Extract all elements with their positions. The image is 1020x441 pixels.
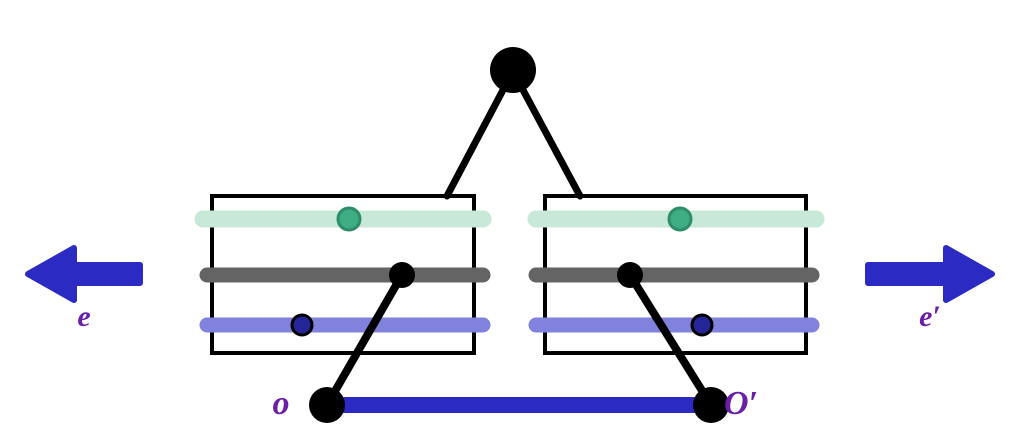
right-frame-bars xyxy=(527,210,825,333)
leg-right xyxy=(626,271,715,409)
base-node-left xyxy=(309,387,345,423)
apex-to-left-frame xyxy=(443,86,507,200)
left-frame-dots xyxy=(290,206,415,337)
right-arrow-label: e′ xyxy=(919,300,941,333)
apex-to-right-frame xyxy=(519,86,584,200)
base-nodes-group xyxy=(309,387,729,423)
right-arrow-icon xyxy=(865,245,995,303)
right-arrow-group: e′ xyxy=(865,245,995,333)
navy-dot-left xyxy=(290,313,314,337)
leg-left xyxy=(323,271,406,409)
left-arrow-icon xyxy=(25,245,143,303)
base-node-left-label: o xyxy=(273,385,290,422)
left-frame-bars xyxy=(194,210,492,333)
green-dot-left xyxy=(336,206,362,232)
apex-node xyxy=(490,47,536,93)
right-frame-dots xyxy=(617,206,714,337)
green-dot-right xyxy=(667,206,693,232)
leg-lines-group xyxy=(323,271,715,409)
base-node-right-label: O′ xyxy=(724,385,758,422)
base-node-right xyxy=(693,387,729,423)
junction-lines-group xyxy=(443,86,584,200)
left-arrow-group: e xyxy=(25,245,143,333)
navy-dot-right xyxy=(690,313,714,337)
black-dot-gray-bar-right xyxy=(617,262,643,288)
left-arrow-label: e xyxy=(77,300,90,333)
black-dot-gray-bar-left xyxy=(389,262,415,288)
